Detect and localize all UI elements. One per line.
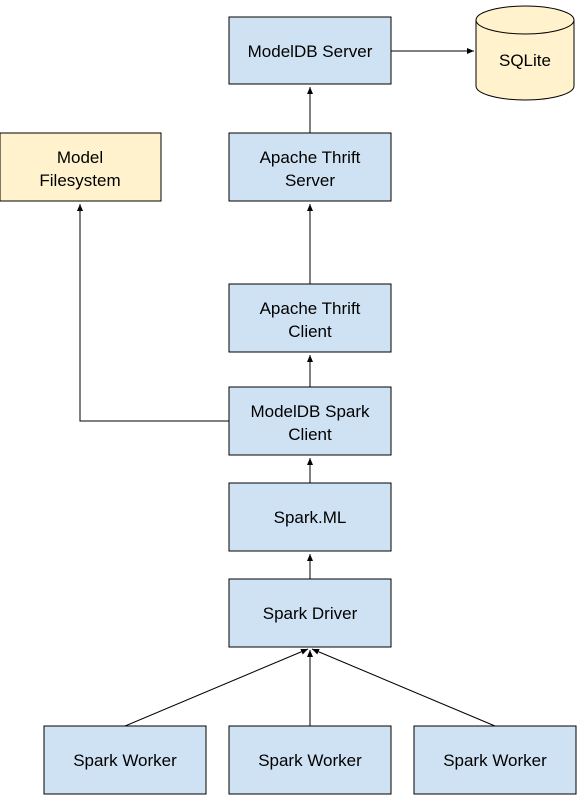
node-model-filesystem: Model Filesystem bbox=[0, 132, 162, 202]
model-filesystem-label-line2: Filesystem bbox=[39, 171, 120, 190]
node-spark-worker-3: Spark Worker bbox=[413, 725, 577, 795]
spark-worker-3-label: Spark Worker bbox=[443, 751, 547, 770]
spark-client-label-line1: ModelDB Spark bbox=[250, 402, 370, 421]
spark-worker-2-label: Spark Worker bbox=[258, 751, 362, 770]
thrift-client-label-line2: Client bbox=[288, 322, 332, 341]
node-thrift-client: Apache Thrift Client bbox=[228, 283, 392, 353]
spark-ml-label: Spark.ML bbox=[274, 508, 347, 527]
edge-spark-client-to-filesystem bbox=[77, 204, 229, 422]
modeldb-server-label: ModelDB Server bbox=[248, 42, 373, 61]
spark-worker-1-label: Spark Worker bbox=[73, 751, 177, 770]
thrift-server-label-line1: Apache Thrift bbox=[260, 148, 361, 167]
node-spark-ml: Spark.ML bbox=[228, 482, 392, 552]
node-modeldb-spark-client: ModelDB Spark Client bbox=[228, 386, 392, 456]
node-spark-driver: Spark Driver bbox=[228, 578, 392, 648]
node-modeldb-server: ModelDB Server bbox=[228, 16, 392, 85]
thrift-server-label-line2: Server bbox=[285, 171, 335, 190]
sqlite-label: SQLite bbox=[499, 51, 551, 70]
thrift-client-label-line1: Apache Thrift bbox=[260, 299, 361, 318]
model-filesystem-label-line1: Model bbox=[57, 148, 103, 167]
node-spark-worker-2: Spark Worker bbox=[228, 725, 392, 795]
edge-worker1-to-driver bbox=[124, 648, 309, 727]
spark-client-label-line2: Client bbox=[288, 425, 332, 444]
node-thrift-server: Apache Thrift Server bbox=[228, 132, 392, 202]
node-spark-worker-1: Spark Worker bbox=[43, 725, 207, 795]
edge-worker3-to-driver bbox=[311, 648, 496, 727]
edges bbox=[77, 48, 496, 727]
spark-driver-label: Spark Driver bbox=[263, 604, 358, 623]
node-sqlite: SQLite bbox=[475, 5, 575, 101]
